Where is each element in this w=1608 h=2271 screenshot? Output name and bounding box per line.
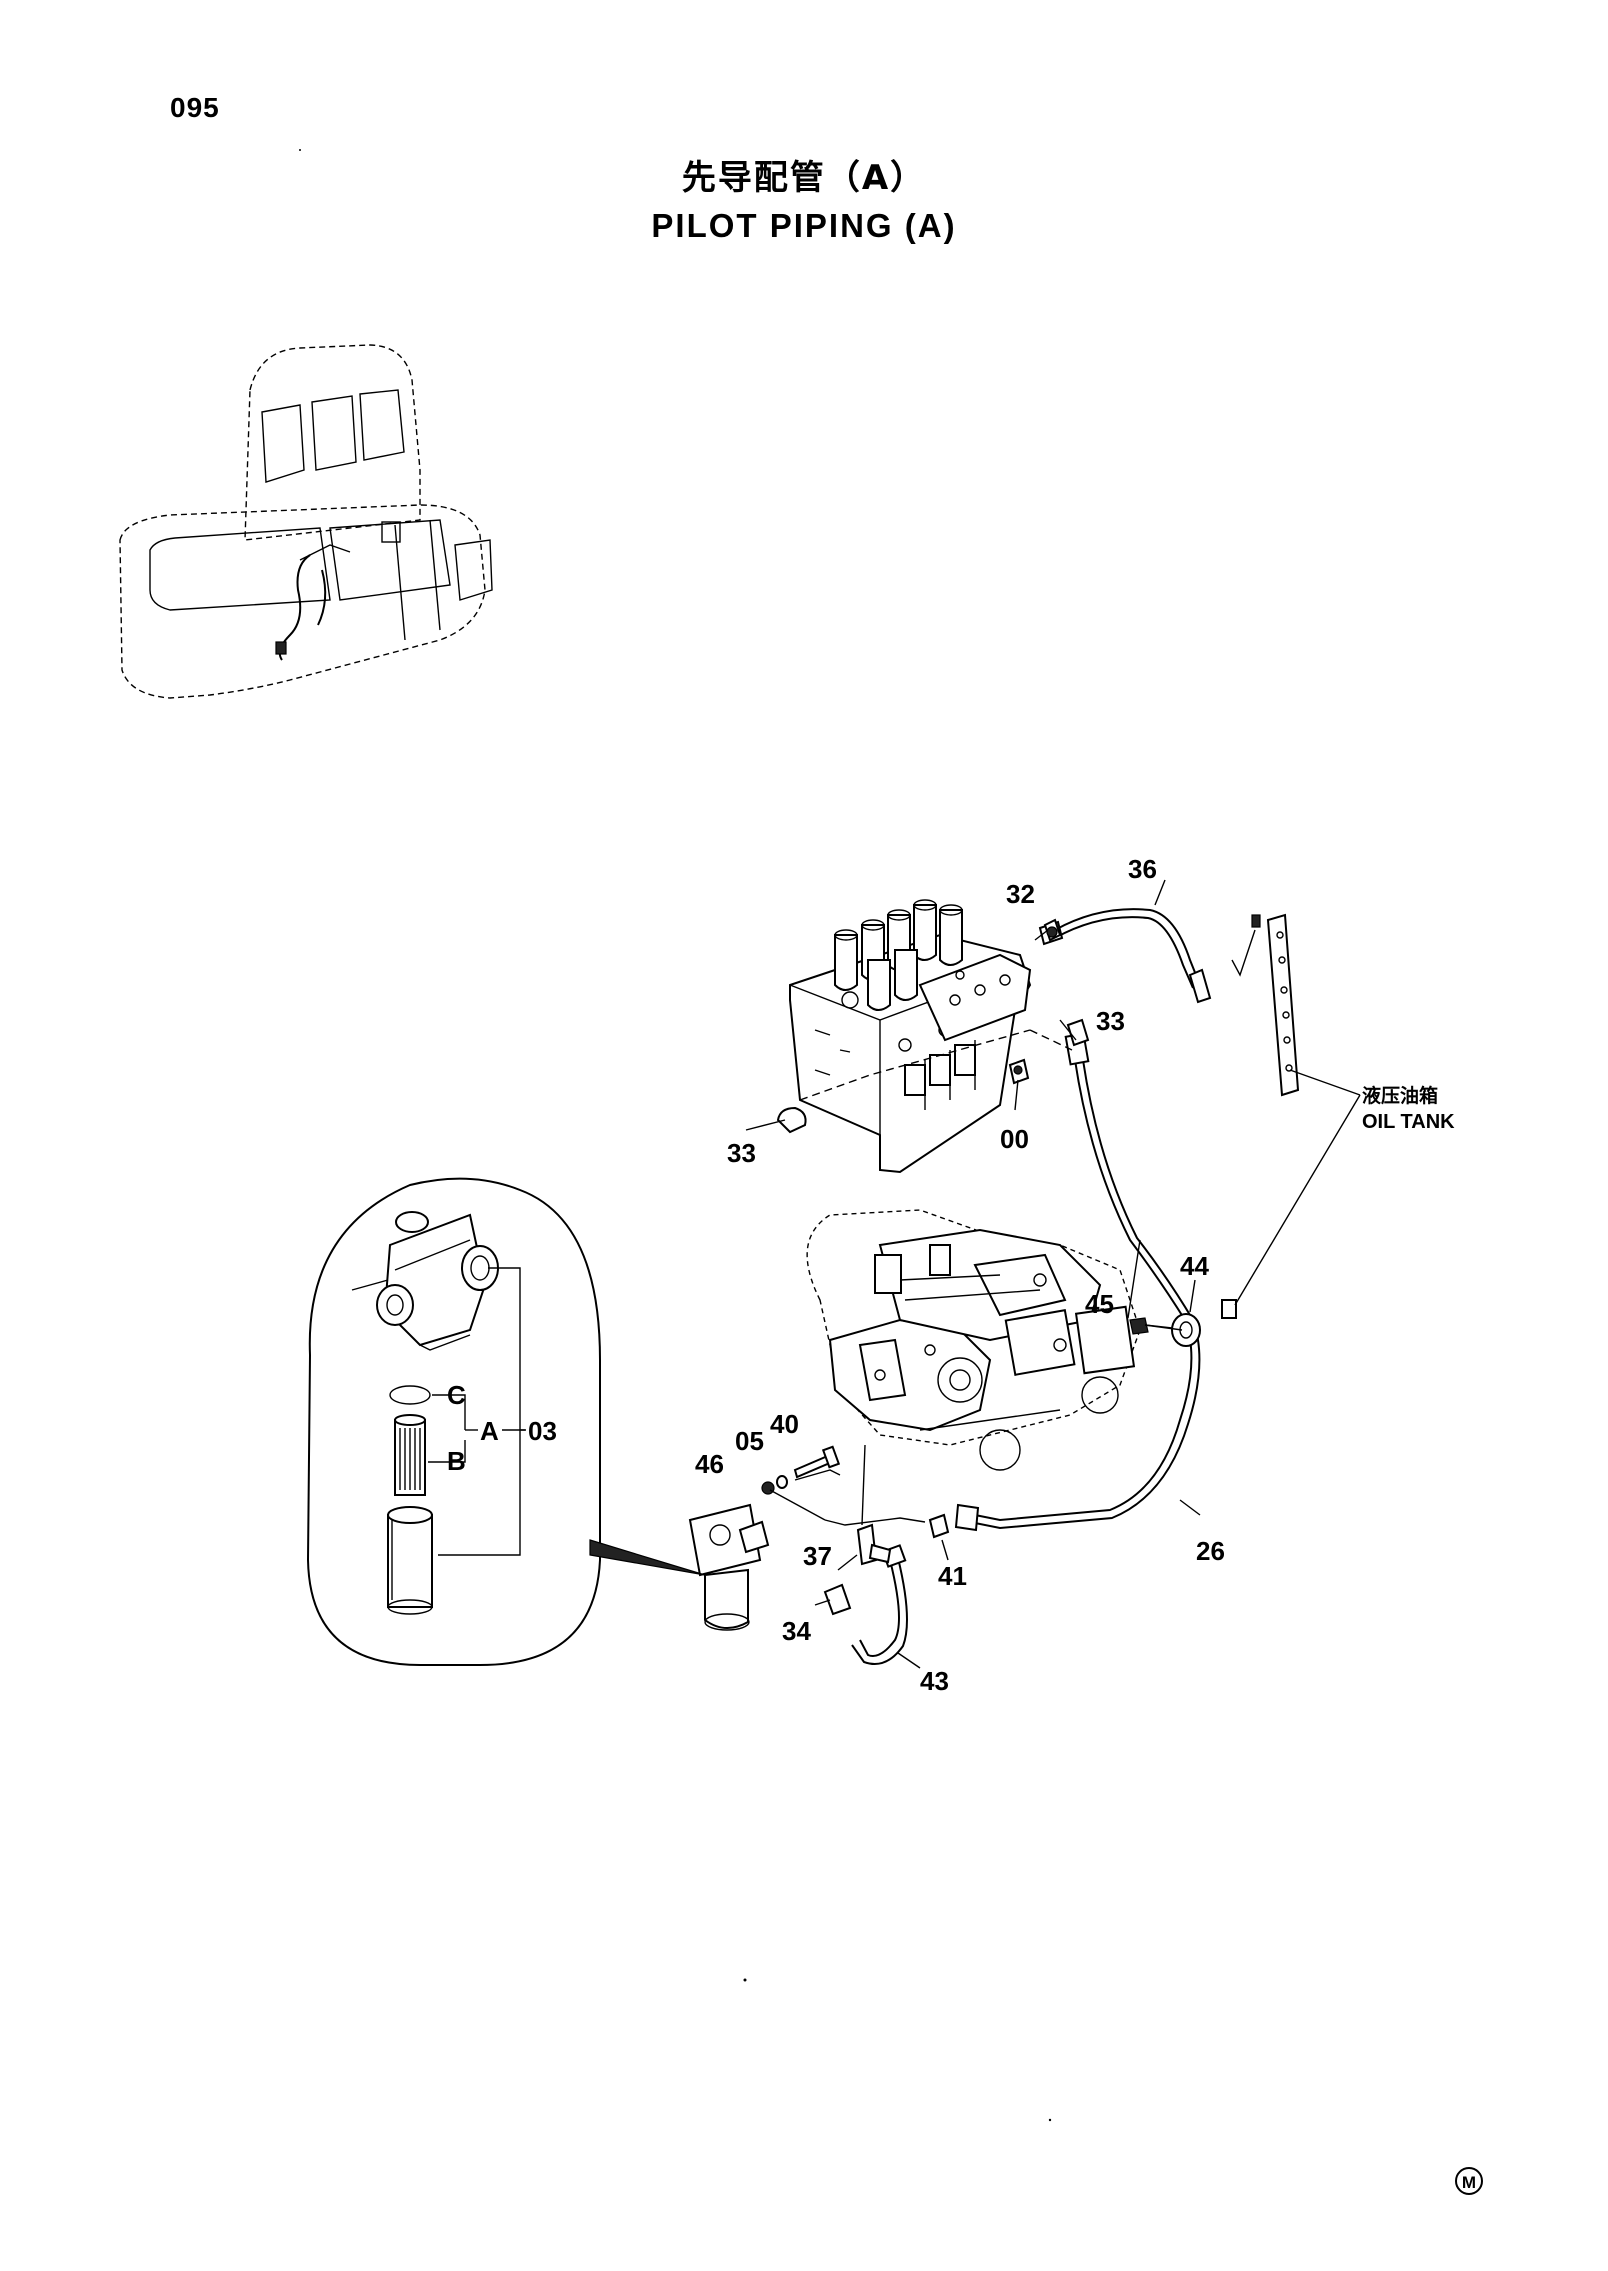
oil-tank-label-cn: 液压油箱 bbox=[1362, 1084, 1438, 1107]
scan-speckles bbox=[299, 149, 1052, 2122]
filter-element-b bbox=[394, 1414, 426, 1496]
filter-head bbox=[351, 1211, 499, 1351]
hose-36 bbox=[1038, 908, 1212, 1004]
filter-label-b: B bbox=[447, 1446, 466, 1476]
main-pump-illustration bbox=[806, 1209, 1141, 1471]
callout-33-upper: 33 bbox=[1096, 1006, 1125, 1036]
connection-lines bbox=[769, 1029, 1073, 1526]
callout-34: 34 bbox=[782, 1616, 811, 1646]
clamp-44 bbox=[1171, 1313, 1201, 1347]
pilot-filter-illustration bbox=[688, 1503, 770, 1631]
valve-spools bbox=[834, 899, 963, 1011]
callout-45: 45 bbox=[1085, 1289, 1114, 1319]
page-number: 095 bbox=[170, 92, 220, 123]
elbow-34 bbox=[823, 1583, 852, 1616]
title-chinese: 先导配管（A） bbox=[681, 158, 927, 198]
fitting-33-lower bbox=[776, 1106, 807, 1134]
callout-41: 41 bbox=[938, 1561, 967, 1591]
callout-32: 32 bbox=[1006, 879, 1035, 909]
callout-44: 44 bbox=[1180, 1251, 1209, 1281]
callout-labels: 32 36 33 33 00 44 45 05 40 46 37 41 26 3… bbox=[447, 854, 1455, 1696]
callout-40: 40 bbox=[770, 1409, 799, 1439]
callout-43: 43 bbox=[920, 1666, 949, 1696]
corner-mark-letter: M bbox=[1462, 2173, 1476, 2192]
corner-mark: M bbox=[1455, 2167, 1483, 2195]
callout-36: 36 bbox=[1128, 854, 1157, 884]
nut-46 bbox=[761, 1481, 775, 1495]
filter-bowl bbox=[387, 1506, 433, 1615]
filter-label-c: C bbox=[447, 1380, 466, 1410]
plug-41 bbox=[928, 1513, 950, 1539]
oil-tank-bracket-illustration bbox=[1231, 913, 1300, 1097]
fittings bbox=[761, 918, 1237, 1616]
oil-tank-label-en: OIL TANK bbox=[1362, 1111, 1455, 1133]
o-ring-c bbox=[389, 1385, 431, 1405]
control-valve-illustration bbox=[789, 899, 1032, 1174]
callout-00: 00 bbox=[1000, 1124, 1029, 1154]
title-english: PILOT PIPING (A) bbox=[651, 207, 957, 244]
title-block: 先导配管（A） PILOT PIPING (A) bbox=[0, 150, 1608, 245]
callout-37: 37 bbox=[803, 1541, 832, 1571]
callout-33-lower: 33 bbox=[727, 1138, 756, 1168]
callout-46: 46 bbox=[695, 1449, 724, 1479]
tank-fitting bbox=[1221, 1299, 1237, 1319]
bolt-45 bbox=[1129, 1317, 1149, 1335]
filter-detail-balloon bbox=[306, 1177, 706, 1666]
hose-43 bbox=[851, 1544, 908, 1665]
excavator-locator-illustration bbox=[119, 344, 493, 699]
filter-label-a: A bbox=[480, 1416, 499, 1446]
washer-05 bbox=[776, 1475, 788, 1489]
callout-26: 26 bbox=[1196, 1536, 1225, 1566]
fitting-33-upper bbox=[1066, 1018, 1090, 1047]
filter-callout-03: 03 bbox=[528, 1416, 557, 1446]
callout-05: 05 bbox=[735, 1426, 764, 1456]
balloon-pointer bbox=[589, 1539, 706, 1576]
leader-lines bbox=[745, 879, 1361, 1669]
